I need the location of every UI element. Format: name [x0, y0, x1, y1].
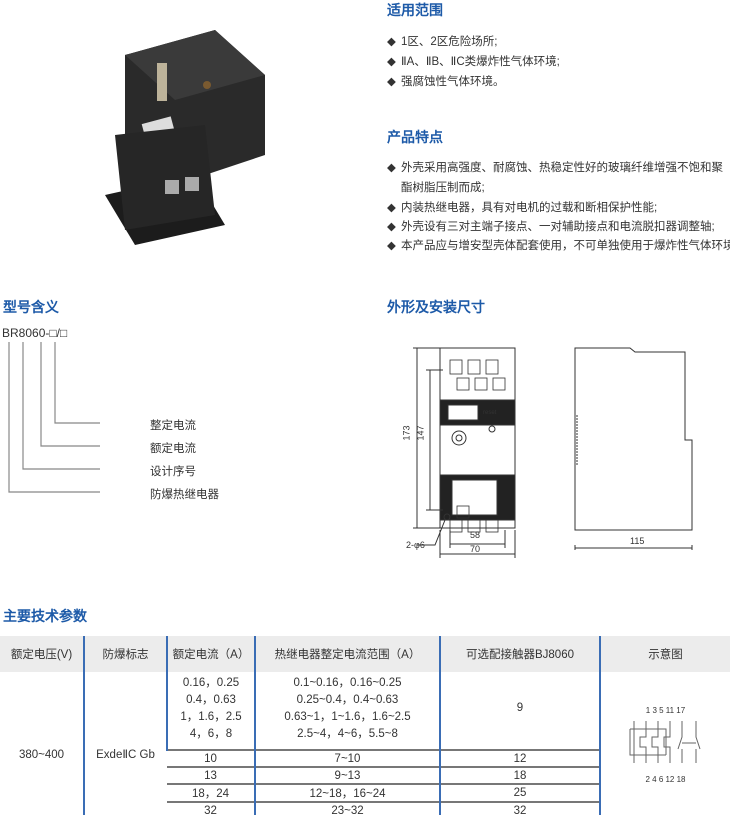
- scope-item: ◆强腐蚀性气体环境。: [387, 76, 505, 88]
- model-label: 设计序号: [150, 466, 196, 478]
- dim-115: 115: [630, 536, 645, 546]
- model-title: 型号含义: [3, 299, 59, 315]
- feature-item-continued: 酯树脂压制而成;: [401, 182, 485, 194]
- scope-title: 适用范围: [387, 2, 443, 18]
- feature-item-text: 内装热继电器，具有对电机的过载和断相保护性能;: [401, 202, 658, 214]
- features-title: 产品特点: [387, 129, 443, 145]
- range-value: 0.1~0.16，0.16~0.25: [293, 677, 402, 689]
- contactor-value: 9: [439, 672, 600, 750]
- range-value: 2.5~4，4~6，5.5~8: [297, 728, 398, 740]
- dim-147: 147: [415, 425, 426, 441]
- feature-item: ◆外壳设有三对主端子接点、一对辅助接点和电流脱扣器调整轴;: [387, 221, 715, 233]
- range-value: 12~18，16~24: [254, 783, 440, 802]
- dim-58: 58: [470, 530, 481, 540]
- dimensions-title: 外形及安装尺寸: [387, 299, 485, 315]
- reset-label: reset: [483, 410, 497, 416]
- feature-item-text: 外壳设有三对主端子接点、一对辅助接点和电流脱扣器调整轴;: [401, 221, 715, 233]
- specs-title: 主要技术参数: [3, 608, 87, 624]
- contactor-value: 25: [439, 783, 600, 802]
- schematic-bottom-labels: 2 4 6 12 18: [645, 775, 686, 784]
- feature-item: ◆外壳采用高强度、耐腐蚀、热稳定性好的玻璃纤维增强不饱和聚: [387, 162, 723, 174]
- current-value: 1，1.6，2.5: [180, 711, 242, 723]
- contactor-value: 12: [439, 749, 600, 767]
- specs-table: 额定电压(V) 防爆标志 额定电流（A） 热继电器整定电流范围（A） 可选配接触…: [0, 636, 730, 815]
- current-value: 10: [167, 749, 255, 767]
- scope-item: ◆ⅡA、ⅡB、ⅡC类爆炸性气体环境;: [387, 56, 560, 68]
- current-value: 32: [167, 801, 255, 815]
- table-header: 额定电压(V) 防爆标志 额定电流（A） 热继电器整定电流范围（A） 可选配接触…: [0, 636, 730, 672]
- range-value: 23~32: [254, 801, 440, 815]
- current-value: 0.4，0.63: [186, 694, 236, 706]
- dimension-drawing: [413, 347, 693, 558]
- current-value: 18，24: [167, 783, 255, 802]
- col-header: 可选配接触器BJ8060: [439, 636, 600, 672]
- model-code: BR8060-□/□: [2, 326, 68, 340]
- col-header: 额定电压(V): [0, 636, 84, 672]
- range-value: 7~10: [254, 749, 440, 767]
- schematic-diagram: [629, 721, 700, 763]
- model-label: 防爆热继电器: [150, 489, 219, 501]
- feature-item: ◆内装热继电器，具有对电机的过载和断相保护性能;: [387, 202, 658, 214]
- model-label: 额定电流: [150, 443, 196, 455]
- current-value: 4，6，8: [189, 728, 233, 740]
- range-value: 0.63~1，1~1.6，1.6~2.5: [284, 711, 411, 723]
- table-row: 380~400 ExdeⅡC Gb 0.16，0.25 0.4，0.63 1，1…: [0, 672, 730, 815]
- dim-70: 70: [470, 544, 481, 554]
- scope-item-text: ⅡA、ⅡB、ⅡC类爆炸性气体环境;: [401, 56, 560, 68]
- contactor-value: 18: [439, 766, 600, 784]
- current-value: 13: [167, 766, 255, 784]
- scope-item-text: 强腐蚀性气体环境。: [401, 76, 505, 88]
- dim-hole: 2-φ6: [406, 540, 425, 550]
- feature-item: ◆本产品应与增安型壳体配套使用，不可单独使用于爆炸性气体环境。: [387, 237, 730, 253]
- col-header: 额定电流（A）: [166, 636, 255, 672]
- col-header: 热继电器整定电流范围（A）: [254, 636, 440, 672]
- current-value: 0.16，0.25: [182, 677, 240, 689]
- scope-item-text: 1区、2区危险场所;: [401, 36, 498, 48]
- model-label: 整定电流: [150, 420, 196, 432]
- feature-item-text: 外壳采用高强度、耐腐蚀、热稳定性好的玻璃纤维增强不饱和聚: [401, 162, 723, 174]
- range-value: 0.25~0.4，0.4~0.63: [296, 694, 399, 706]
- col-header: 防爆标志: [83, 636, 167, 672]
- col-header: 示意图: [599, 636, 730, 672]
- contactor-value: 32: [439, 801, 600, 815]
- dim-173: 173: [401, 425, 412, 441]
- product-photo: [105, 30, 265, 245]
- model-legend-lines: [8, 342, 100, 493]
- feature-item-text: 本产品应与增安型壳体配套使用，不可单独使用于爆炸性气体环境。: [401, 240, 730, 252]
- range-value: 9~13: [254, 766, 440, 784]
- schematic-top-labels: 1 3 5 11 17: [645, 706, 686, 715]
- voltage-cell: 380~400: [18, 748, 65, 761]
- schematic-cell: 1 3 5 11 17 2 4 6 12 18: [599, 672, 730, 815]
- mark-cell: ExdeⅡC Gb: [83, 672, 167, 815]
- scope-item: ◆1区、2区危险场所;: [387, 36, 498, 48]
